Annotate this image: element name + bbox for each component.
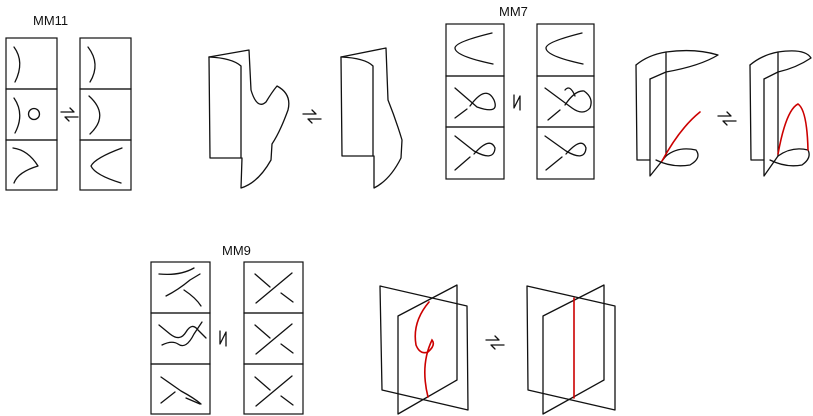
mm11-label: MM11 <box>33 13 69 28</box>
mm9-surface-right <box>526 284 616 415</box>
mm7-move-arrow-2 <box>717 111 737 126</box>
mm11-move-arrow <box>60 107 79 122</box>
mm7-right-filmstrip <box>536 23 595 180</box>
mm7-surface-right <box>749 50 812 177</box>
mm9-left-filmstrip <box>150 261 211 415</box>
mm9-right-filmstrip <box>243 261 304 415</box>
mm7-surface-left <box>635 49 719 177</box>
mm11-right-filmstrip <box>79 37 132 191</box>
mm9-surface-left <box>379 284 469 415</box>
mm9-move-arrow <box>219 330 227 347</box>
mm7-move-arrow <box>513 94 521 111</box>
mm9-label: MM9 <box>222 243 251 258</box>
mm7-left-filmstrip <box>445 23 505 180</box>
fold-surface-left <box>208 49 290 189</box>
mm7-label: MM7 <box>499 4 528 19</box>
fold-surface-right <box>340 47 403 189</box>
mm11-left-filmstrip <box>5 37 58 191</box>
fold-move-arrow <box>302 109 322 124</box>
mm9-move-arrow-2 <box>485 335 505 350</box>
